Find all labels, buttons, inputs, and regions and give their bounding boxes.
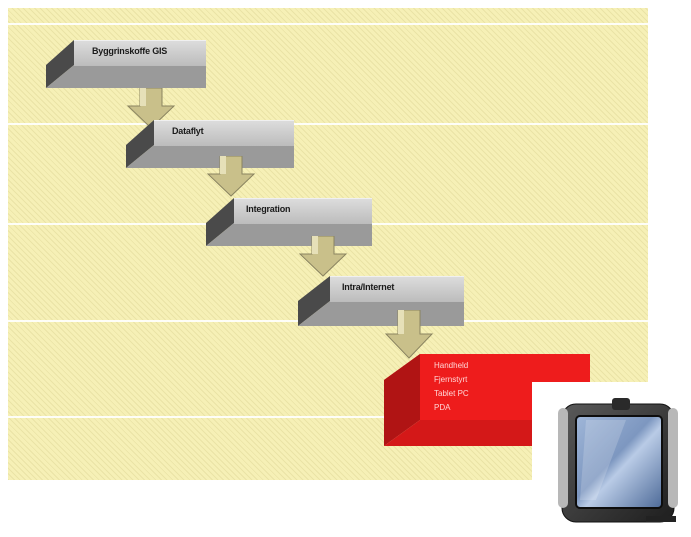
- step-block-integration: Integration: [206, 198, 372, 248]
- step-label: Integration: [246, 204, 291, 214]
- down-arrow-icon: [384, 310, 434, 359]
- step-label: Dataflyt: [172, 126, 204, 136]
- divider-line: [8, 23, 648, 25]
- step-block-shape: [126, 120, 294, 168]
- step-label: Byggrinskoffe GIS: [92, 46, 168, 56]
- down-arrow-icon: [206, 156, 256, 197]
- step-label: Intra/Internet: [342, 282, 395, 292]
- step-block-shape: [298, 276, 464, 326]
- device-line: PDA: [434, 403, 451, 412]
- divider-line: [8, 416, 648, 418]
- step-block-shape: [46, 40, 206, 88]
- device-line: Fjernstyrt: [434, 375, 468, 384]
- tablet-device-icon: [558, 398, 678, 523]
- down-arrow-icon: [126, 88, 176, 129]
- step-block-intranet: Intra/Internet: [298, 276, 464, 328]
- divider-line: [8, 123, 648, 125]
- step-block-face: [330, 276, 464, 302]
- step-block-face: [234, 198, 372, 224]
- step-block-dataflow: Dataflyt: [126, 120, 294, 170]
- step-block-gis: Byggrinskoffe GIS: [46, 40, 206, 90]
- device-line: Tablet PC: [434, 389, 469, 398]
- device-line: Handheld: [434, 361, 469, 370]
- step-block-face: [154, 120, 294, 146]
- step-block-face: [74, 40, 206, 66]
- down-arrow-icon: [298, 236, 348, 277]
